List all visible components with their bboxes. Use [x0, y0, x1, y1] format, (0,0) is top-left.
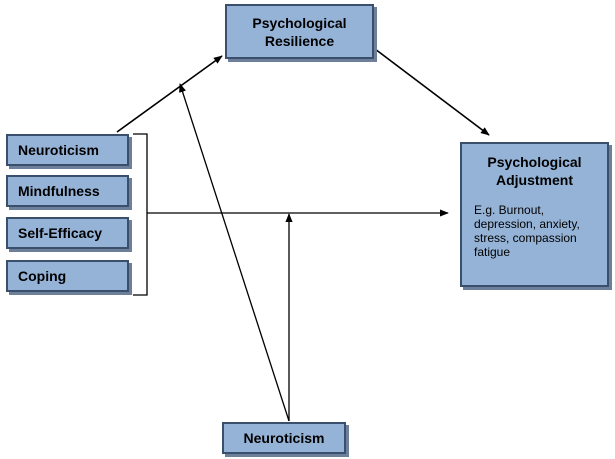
node-moderator-neuroticism: Neuroticism: [222, 422, 346, 454]
predictor-label: Mindfulness: [18, 183, 100, 199]
node-adjustment-line1: Psychological: [487, 154, 582, 170]
predictor-label: Neuroticism: [18, 142, 99, 158]
node-resilience-line1: Psychological: [252, 14, 347, 31]
arrow-predictors-to-resilience: [116, 55, 223, 133]
moderator-label: Neuroticism: [243, 430, 325, 446]
node-adjustment-examples: E.g. Burnout, depression, anxiety, stres…: [462, 203, 607, 259]
adjustment-example-line: E.g. Burnout,: [474, 203, 545, 217]
node-predictor-neuroticism: Neuroticism: [6, 134, 129, 166]
node-predictor-self-efficacy: Self-Efficacy: [6, 217, 129, 249]
predictor-label: Coping: [18, 268, 67, 284]
predictor-bracket: [133, 133, 148, 296]
adjustment-example-line: stress, compassion: [474, 231, 577, 245]
node-psychological-resilience: Psychological Resilience: [225, 4, 374, 59]
node-adjustment-line2: Adjustment: [496, 172, 573, 188]
arrow-resilience-to-adjustment: [374, 48, 490, 136]
node-resilience-line2: Resilience: [264, 32, 335, 49]
adjustment-example-line: fatigue: [474, 245, 511, 259]
predictor-label: Self-Efficacy: [18, 225, 103, 241]
arrow-moderator-to-path-a: [179, 83, 290, 422]
node-predictor-mindfulness: Mindfulness: [6, 175, 129, 207]
node-predictor-coping: Coping: [6, 260, 129, 292]
adjustment-example-line: depression, anxiety,: [474, 217, 580, 231]
node-psychological-adjustment: Psychological Adjustment E.g. Burnout, d…: [460, 142, 609, 287]
